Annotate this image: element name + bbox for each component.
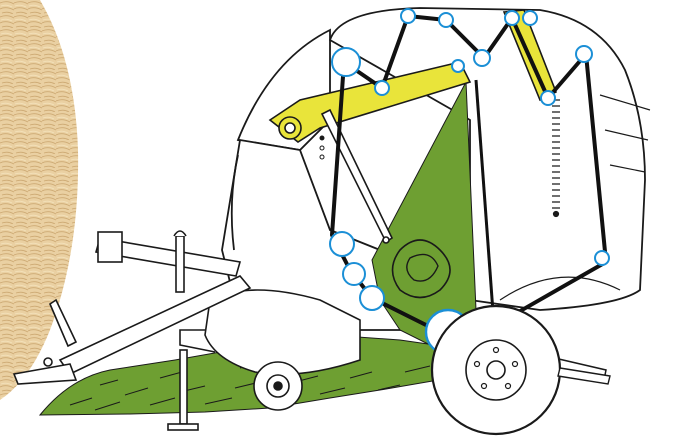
roller-icon [360, 286, 384, 310]
roller-icon [505, 11, 519, 25]
pickup-reel [254, 362, 302, 410]
roller-icon [474, 50, 490, 66]
roller-icon [330, 232, 354, 256]
roller-icon [375, 81, 389, 95]
roller-icon [595, 251, 609, 265]
roller-icon [523, 11, 537, 25]
roller-icon [576, 46, 592, 62]
roller-icon [343, 263, 365, 285]
roller-icon [439, 13, 453, 27]
roller-icon [452, 60, 464, 72]
wheel-icon [432, 306, 560, 434]
indicator-dots [320, 136, 324, 159]
roller-icon [332, 48, 360, 76]
roller-icon [541, 91, 555, 105]
roller-icon [401, 9, 415, 23]
